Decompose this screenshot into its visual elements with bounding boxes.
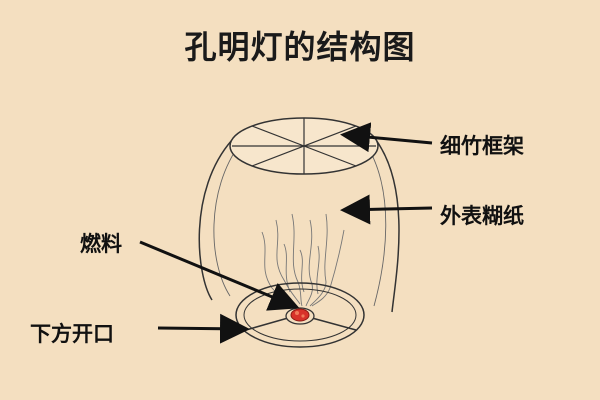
label-fuel: 燃料 (80, 232, 122, 256)
arrow-paper (340, 194, 433, 225)
label-bamboo-frame: 细竹框架 (440, 134, 524, 158)
label-bottom-opening: 下方开口 (30, 322, 114, 346)
lantern-body-outline (198, 139, 400, 313)
label-outer-paper: 外表糊纸 (440, 204, 524, 228)
top-frame-spokes (232, 118, 376, 174)
arrow-opening (157, 313, 250, 344)
fuel-flame (290, 308, 310, 322)
arrow-fuel (139, 240, 300, 311)
lantern-body-inner-left (213, 143, 241, 297)
fuel-ember (295, 311, 299, 315)
lantern-body-inner-right (365, 143, 387, 307)
fuel-ember (301, 314, 305, 318)
diagram-title: 孔明灯的结构图 (184, 28, 416, 66)
arrow-frame (340, 122, 433, 153)
